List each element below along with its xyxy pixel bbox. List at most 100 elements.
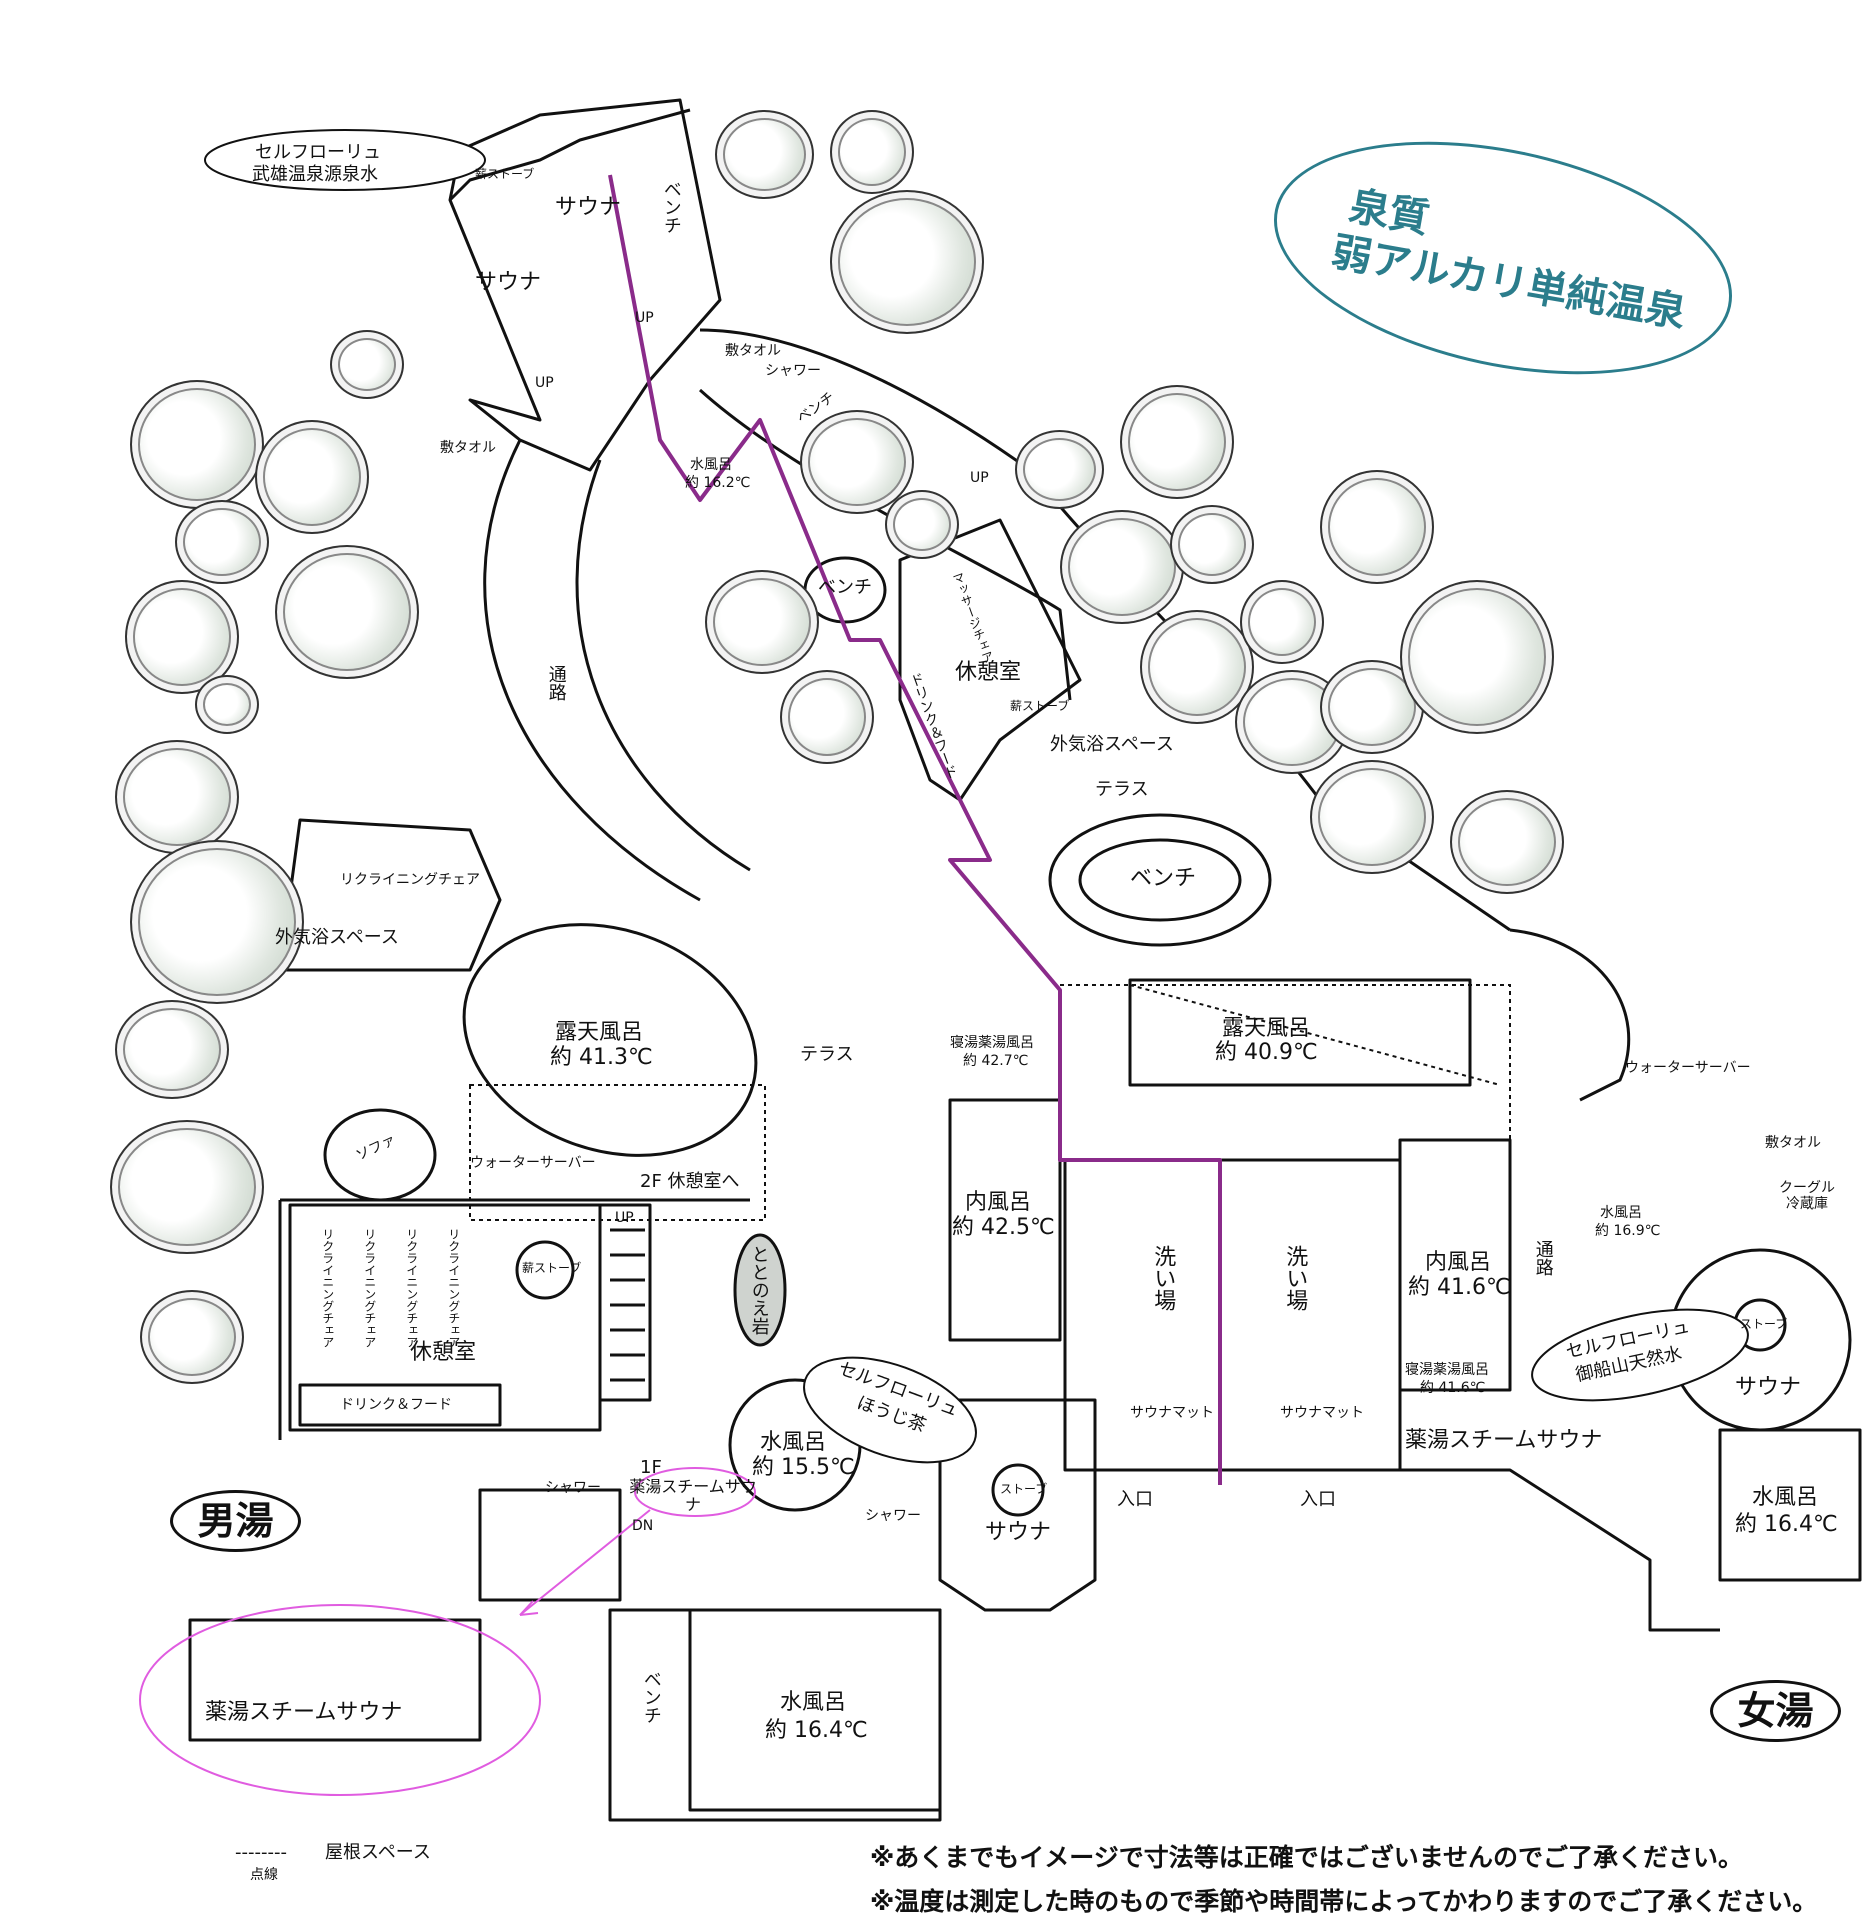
tree-icon xyxy=(1240,580,1324,664)
tree-icon xyxy=(780,670,874,764)
bench-circle-label: ベンチ xyxy=(818,577,872,598)
men-cold-box xyxy=(688,1608,942,1812)
men-sauna-hex xyxy=(938,1398,1097,1612)
tree-icon xyxy=(1310,760,1434,874)
up-label-4: UP xyxy=(615,1210,634,1226)
uchiburo-men-temp: 約 42.5℃ xyxy=(952,1215,1055,1240)
men-passage-outer xyxy=(483,439,701,902)
cold-women-small-temp: 約 16.9℃ xyxy=(1595,1223,1661,1239)
callout-top-oval xyxy=(204,129,486,191)
steam-men-large: 薬湯スチームサウナ xyxy=(205,1700,403,1725)
up-label-1: UP xyxy=(635,310,654,326)
steam-arrow xyxy=(519,1509,651,1616)
up-label-3: UP xyxy=(970,470,989,486)
callout-top-line2: 武雄温泉源泉水 xyxy=(252,164,378,185)
tree-icon xyxy=(1320,470,1434,584)
tree-icon xyxy=(140,1290,244,1384)
women-inner-bath xyxy=(1398,1138,1512,1392)
men-rotenburo-ellipse xyxy=(462,923,758,1157)
sauna-mat-2: サウナマット xyxy=(1280,1405,1364,1421)
floor-1f: 1F xyxy=(640,1457,662,1478)
shower-men-1: シャワー xyxy=(545,1480,601,1496)
lounge-table xyxy=(515,1240,575,1300)
men-lounge-box xyxy=(288,1203,602,1432)
shower-men-2: シャワー xyxy=(865,1508,921,1524)
roof-dotted-women xyxy=(1060,984,1511,1140)
cold-men-temp: 約 16.4℃ xyxy=(765,1718,868,1743)
sauna-women: サウナ xyxy=(1735,1375,1802,1400)
cold-men-mid: 水風呂 xyxy=(760,1430,827,1455)
cold-men-mid-temp: 約 15.5℃ xyxy=(752,1455,855,1480)
men-badge: 男湯 xyxy=(170,1490,301,1552)
arai-men: 洗い場 xyxy=(1150,1245,1176,1311)
shiki-towel-top: 敷タオル xyxy=(725,343,781,359)
bench-oval-outer xyxy=(1048,813,1272,947)
stove-women: ストーブ xyxy=(1740,1317,1788,1331)
women-badge: 女湯 xyxy=(1710,1680,1841,1742)
callout-men-oval xyxy=(803,1356,977,1464)
footnote-1: ※あくまでもイメージで寸法等は正確ではございませんのでご了承ください。 xyxy=(870,1843,1744,1872)
cold-men: 水風呂 xyxy=(780,1690,847,1715)
tree-icon xyxy=(885,490,959,559)
stove-men: ストーブ xyxy=(1000,1482,1048,1496)
shower-top: シャワー xyxy=(765,363,821,379)
gender-partition xyxy=(608,174,1222,1485)
tree-icon xyxy=(175,500,269,584)
stairs-box xyxy=(598,1203,652,1402)
neyu-men: 寝湯薬湯風呂 xyxy=(950,1035,1034,1051)
terrace-right: テラス xyxy=(1095,779,1149,800)
tree-icon xyxy=(1450,790,1564,894)
tree-icon xyxy=(255,420,369,534)
tree-icon xyxy=(1060,510,1184,624)
uchiburo-men: 内風呂 xyxy=(965,1190,1032,1215)
shin-stove-label: 薪ストーブ xyxy=(475,167,535,181)
steam-highlight-large xyxy=(139,1604,541,1796)
callout-top-line1: セルフローリュ xyxy=(255,142,381,163)
sauna-mat-1: サウナマット xyxy=(1130,1405,1214,1421)
washing-area xyxy=(1063,1158,1402,1472)
tree-icon xyxy=(130,380,264,509)
legend-sample: -------- xyxy=(235,1842,287,1863)
neyu-women-temp: 約 41.6℃ xyxy=(1420,1380,1486,1396)
cold-women: 水風呂 xyxy=(1752,1485,1819,1510)
tree-icon xyxy=(1170,505,1254,584)
bench-oval-inner xyxy=(1078,838,1242,922)
steam-arrowhead xyxy=(519,1600,539,1616)
tree-icon xyxy=(1015,430,1104,509)
tree-icon xyxy=(715,110,814,199)
steam-women: 薬湯スチームサウナ xyxy=(1405,1428,1603,1453)
rotenburo-women: 露天風呂 xyxy=(1222,1016,1311,1041)
bench-lower-vert: ベンチ xyxy=(640,1670,662,1724)
stair-steps xyxy=(610,1228,645,1382)
steam-men-small: 薬湯スチームサウナ xyxy=(629,1477,757,1515)
reclining-4: リクライニングチェア xyxy=(446,1228,461,1348)
stove-small: 薪ストーブ xyxy=(1010,699,1070,713)
sauna-men: サウナ xyxy=(985,1520,1052,1545)
roof-dotted-men xyxy=(469,1084,766,1221)
bench-top-vert: ベンチ xyxy=(660,180,682,234)
tree-icon xyxy=(330,330,404,399)
water-server-women: ウォーターサーバー xyxy=(1625,1060,1751,1076)
footnote-2: ※温度は測定した時のもので季節や時間帯によってかわりますのでご了承ください。 xyxy=(870,1887,1818,1916)
sauna-top-right: サウナ xyxy=(555,195,622,220)
tree-icon xyxy=(275,545,419,679)
women-rotenburo-rect xyxy=(1128,978,1472,1087)
men-passage-inner xyxy=(575,459,751,872)
sauna-tower-inner xyxy=(448,108,691,202)
upper-lounge xyxy=(898,518,1082,802)
cold-women-small: 水風呂 xyxy=(1600,1205,1642,1221)
to-2f: 2F 休憩室へ xyxy=(640,1171,740,1192)
stove-men-circle xyxy=(991,1463,1045,1517)
men-stairs-lower xyxy=(478,1488,622,1602)
outdoor-space-right: 外気浴スペース xyxy=(1050,734,1174,755)
sauna-tower-outline xyxy=(448,98,722,472)
cold-women-temp: 約 16.4℃ xyxy=(1735,1512,1838,1537)
women-cold-box xyxy=(1718,1428,1862,1582)
lounge-upper: 休憩室 xyxy=(955,660,1022,685)
entrance-2: 入口 xyxy=(1300,1489,1336,1510)
uchiburo-women-temp: 約 41.6℃ xyxy=(1408,1275,1511,1300)
neyu-men-temp: 約 42.7℃ xyxy=(963,1053,1029,1069)
rotenburo-women-temp: 約 40.9℃ xyxy=(1215,1040,1318,1065)
tree-icon xyxy=(1140,610,1254,724)
